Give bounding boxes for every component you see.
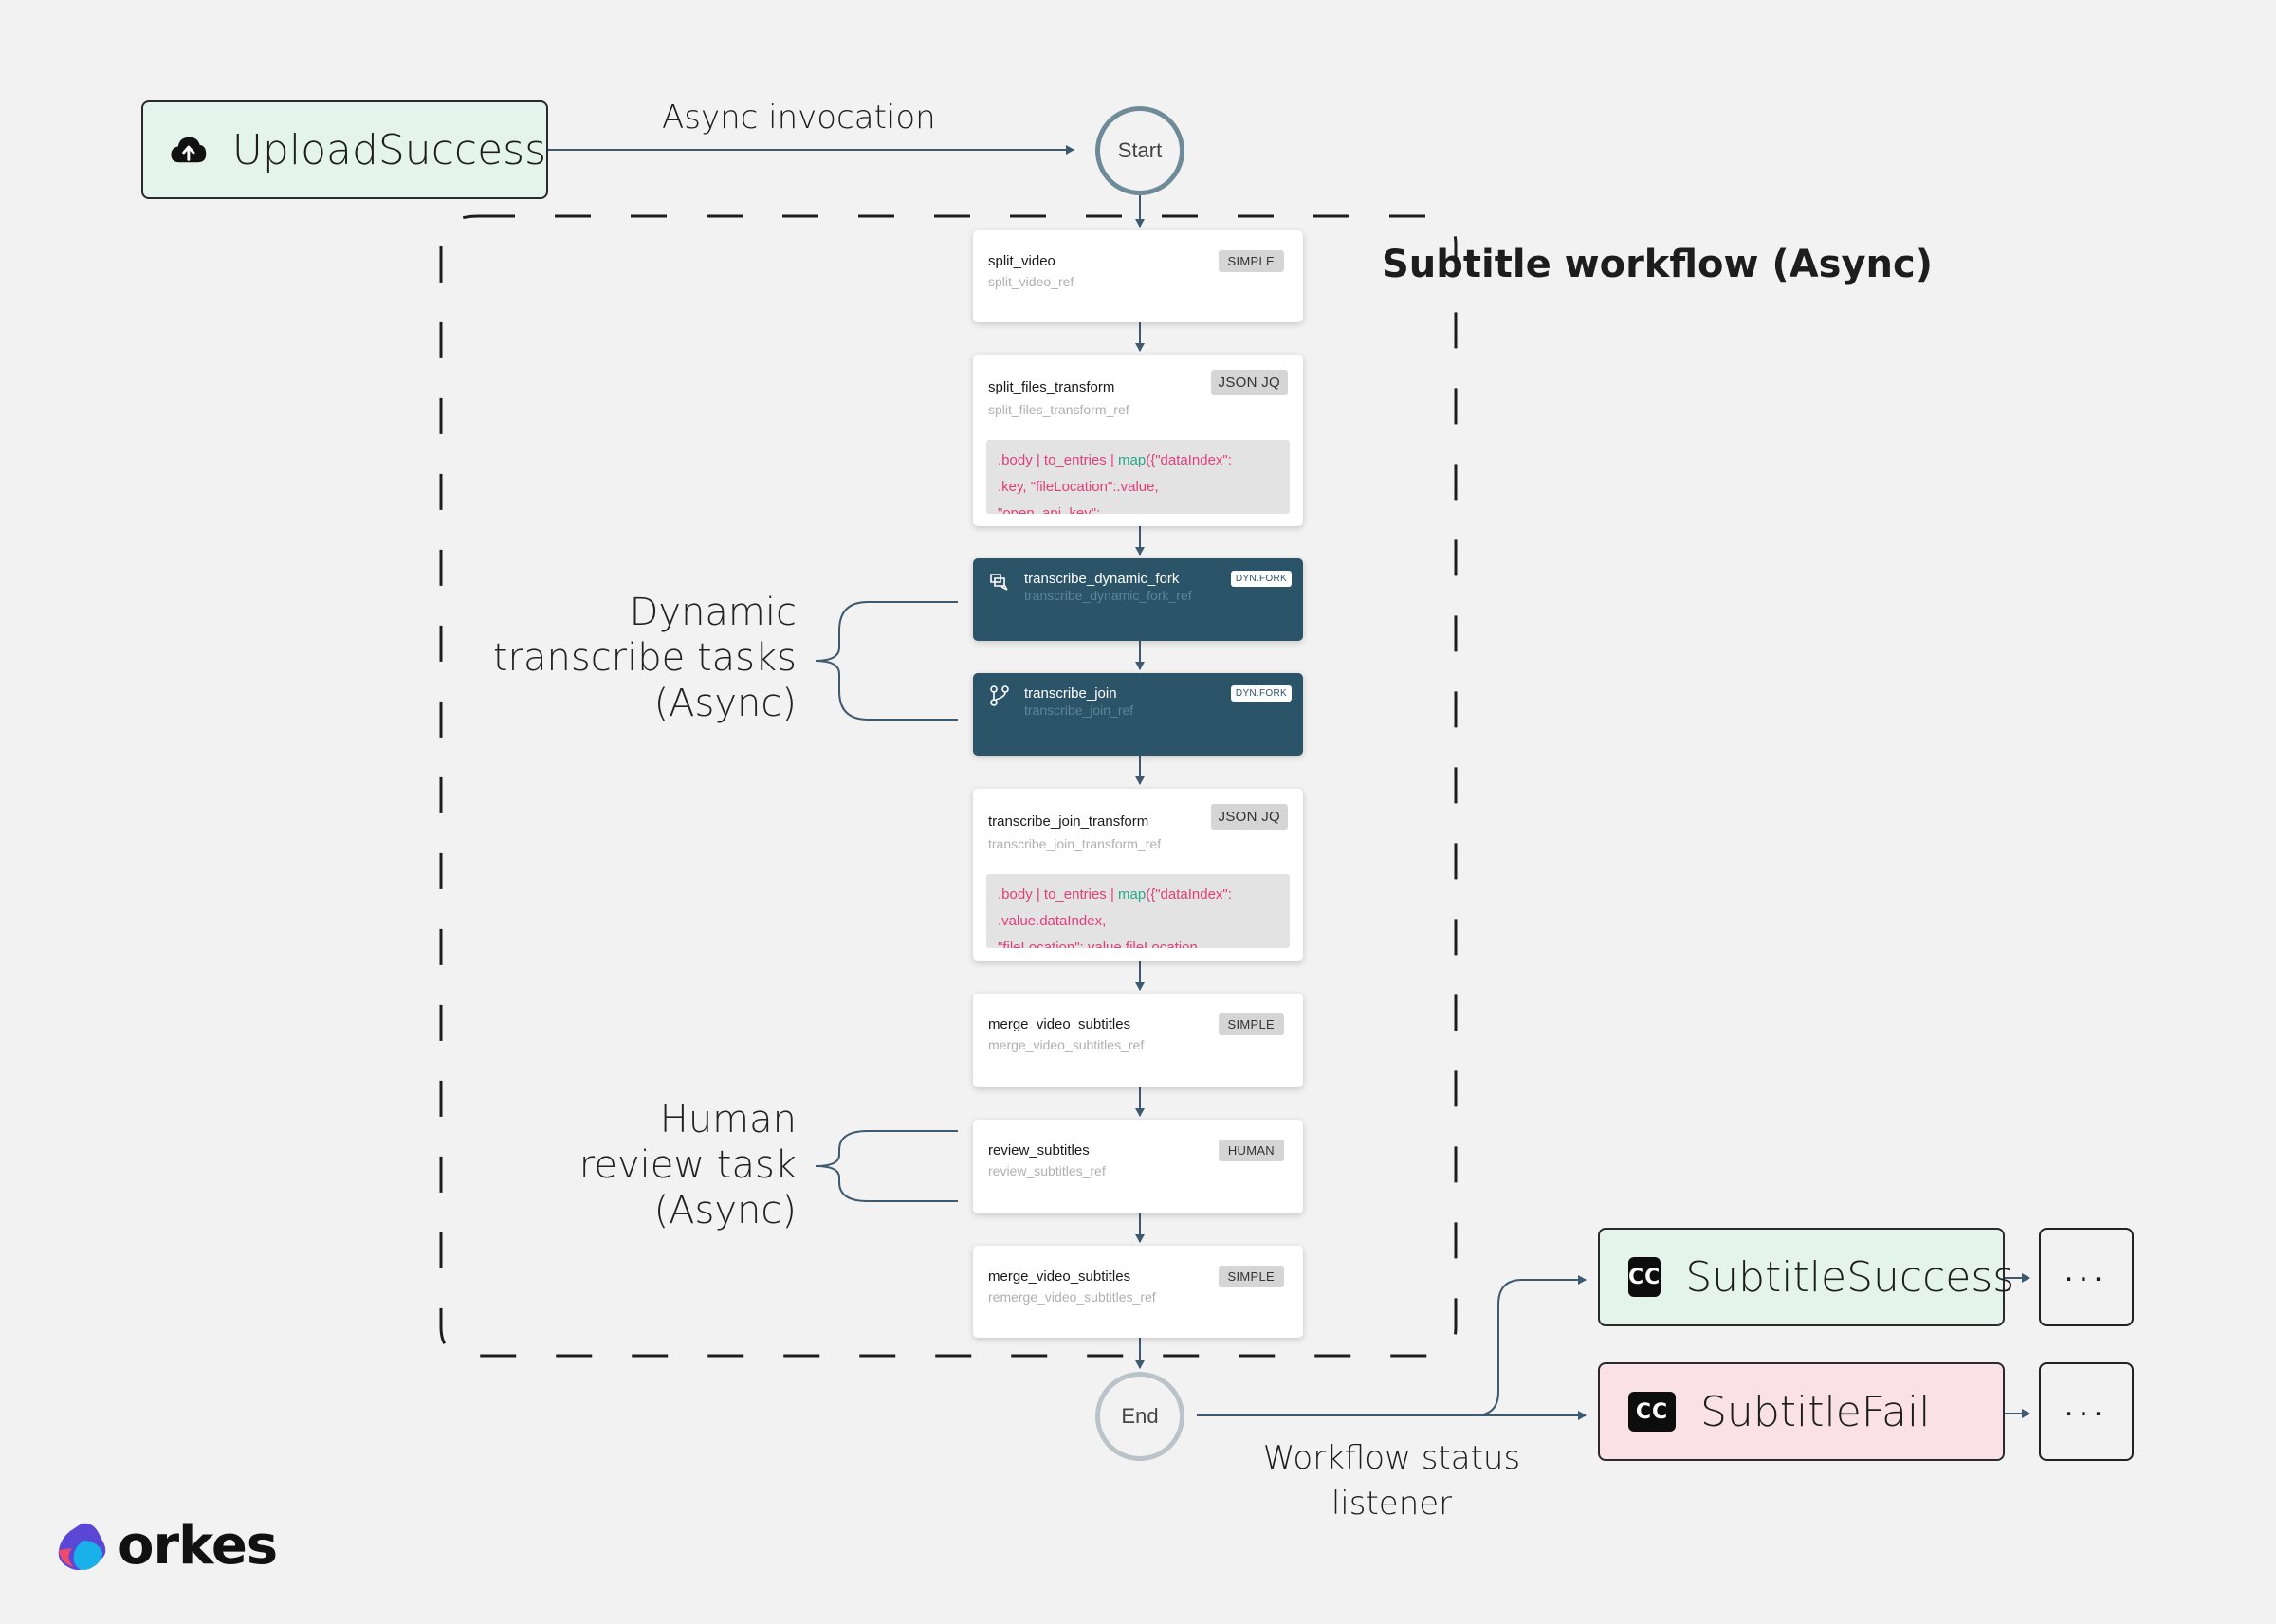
- dynamic-tasks-annotation: Dynamic transcribe tasks (Async): [492, 591, 797, 725]
- task-type-badge: JSON JQ: [1210, 370, 1288, 395]
- closed-captions-icon: CC: [1628, 1257, 1661, 1297]
- brand-name: orkes: [118, 1515, 278, 1577]
- task-type-badge: SIMPLE: [1218, 250, 1284, 272]
- subtitle-success-event[interactable]: CC SubtitleSuccess: [1598, 1228, 2014, 1326]
- task-name: review_subtitles: [988, 1142, 1090, 1159]
- cloud-upload-icon: [171, 137, 207, 163]
- orkes-logo: orkes: [55, 1515, 278, 1577]
- task-transcribe-join[interactable]: transcribe_join transcribe_join_ref DYN.…: [973, 673, 1303, 756]
- more-success-handlers[interactable]: ...: [2039, 1228, 2134, 1326]
- task-ref: review_subtitles_ref: [988, 1163, 1106, 1178]
- join-icon: [990, 685, 1009, 706]
- task-name: transcribe_join_transform: [988, 813, 1149, 830]
- task-ref: transcribe_join_transform_ref: [988, 836, 1162, 851]
- task-review-subtitles[interactable]: review_subtitles review_subtitles_ref HU…: [973, 1120, 1303, 1213]
- human-bracket: [815, 1130, 958, 1202]
- closed-captions-icon: CC: [1628, 1392, 1676, 1432]
- task-name: merge_video_subtitles: [988, 1268, 1131, 1285]
- subtitle-fail-event[interactable]: CC SubtitleFail: [1598, 1362, 2005, 1461]
- task-name: transcribe_join: [1024, 685, 1117, 702]
- task-type-badge: SIMPLE: [1218, 1013, 1284, 1035]
- task-split-files-transform[interactable]: split_files_transform split_files_transf…: [973, 355, 1303, 526]
- task-ref: transcribe_join_ref: [1024, 703, 1134, 718]
- task-name: split_files_transform: [988, 379, 1115, 395]
- task-name: split_video: [988, 253, 1055, 269]
- task-split-video[interactable]: split_video split_video_ref SIMPLE: [973, 230, 1303, 322]
- task-ref: merge_video_subtitles_ref: [988, 1037, 1145, 1052]
- task-type-badge: DYN.FORK: [1230, 685, 1292, 702]
- jq-expression: .body | to_entries | map({"dataIndex": .…: [986, 440, 1290, 514]
- task-name: transcribe_dynamic_fork: [1024, 571, 1180, 587]
- task-ref: split_files_transform_ref: [988, 402, 1129, 417]
- human-review-annotation: Human review task (Async): [578, 1098, 797, 1232]
- subtitle-success-label: SubtitleSuccess: [1685, 1252, 2015, 1302]
- task-ref: split_video_ref: [988, 274, 1074, 289]
- async-invocation-label: Async invocation: [662, 99, 936, 137]
- start-label: Start: [1117, 138, 1163, 162]
- end-node[interactable]: End: [1095, 1372, 1184, 1461]
- fork-icon: [990, 574, 1008, 591]
- task-remerge-video-subtitles[interactable]: merge_video_subtitles remerge_video_subt…: [973, 1246, 1303, 1338]
- orkes-logo-icon: [58, 1523, 106, 1570]
- end-label: End: [1121, 1404, 1159, 1428]
- task-merge-video-subtitles[interactable]: merge_video_subtitles merge_video_subtit…: [973, 994, 1303, 1087]
- upload-success-event[interactable]: UploadSuccess: [141, 100, 548, 199]
- task-type-badge: JSON JQ: [1210, 804, 1288, 830]
- task-ref: transcribe_dynamic_fork_ref: [1024, 588, 1192, 603]
- jq-expression: .body | to_entries | map({"dataIndex": .…: [986, 874, 1290, 948]
- task-transcribe-join-transform[interactable]: transcribe_join_transform transcribe_joi…: [973, 789, 1303, 961]
- task-name: merge_video_subtitles: [988, 1016, 1131, 1032]
- dynamic-bracket: [815, 601, 958, 721]
- subtitle-fail-label: SubtitleFail: [1700, 1387, 1931, 1436]
- status-listener-label: Workflow status listener: [1262, 1439, 1521, 1523]
- task-type-badge: HUMAN: [1218, 1140, 1284, 1161]
- task-ref: remerge_video_subtitles_ref: [988, 1289, 1156, 1305]
- task-transcribe-dynamic-fork[interactable]: transcribe_dynamic_fork transcribe_dynam…: [973, 558, 1303, 641]
- more-fail-handlers[interactable]: ...: [2039, 1362, 2134, 1461]
- task-type-badge: SIMPLE: [1218, 1266, 1284, 1287]
- start-node[interactable]: Start: [1095, 106, 1184, 195]
- workflow-title: Subtitle workflow (Async): [1382, 243, 1933, 286]
- upload-success-label: UploadSuccess: [231, 125, 546, 174]
- task-type-badge: DYN.FORK: [1230, 571, 1292, 587]
